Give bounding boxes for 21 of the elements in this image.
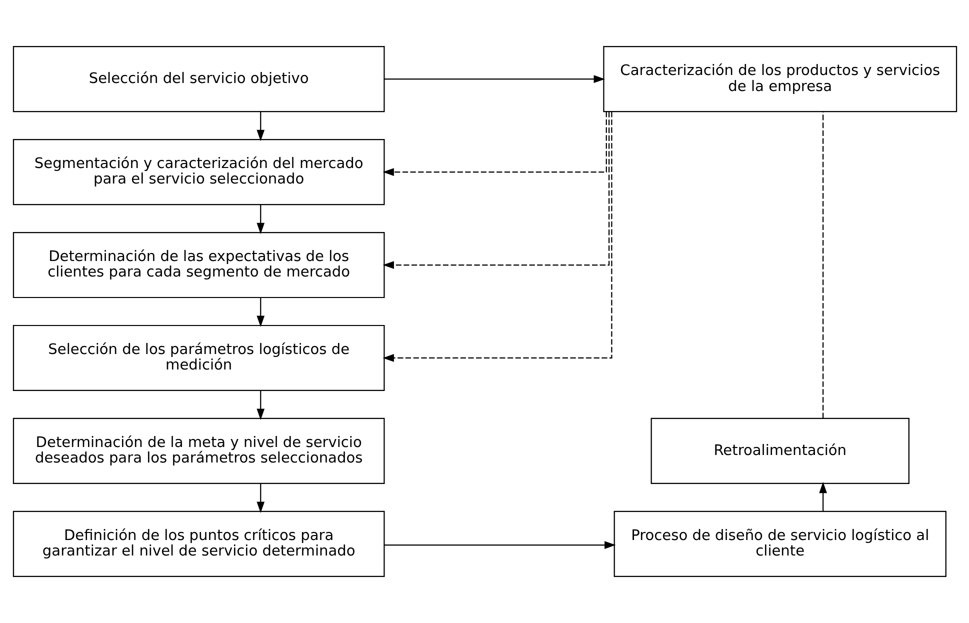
arrow xyxy=(256,204,264,234)
node-box: Determinación de las expectativas de los clientes para cada segmento de mercado xyxy=(12,232,384,298)
connector xyxy=(822,112,824,418)
arrow xyxy=(384,541,616,549)
arrow xyxy=(382,112,606,176)
arrow xyxy=(256,298,264,328)
arrow xyxy=(382,112,612,362)
node-box: Determinación de la meta y nivel de servicio deseados para los parámetros seleccionados xyxy=(12,418,384,484)
arrow xyxy=(256,483,264,513)
node-box: Caracterización de los productos y servicios de la empresa xyxy=(602,46,957,112)
node-box: Retroalimentación xyxy=(650,418,909,484)
node-box: Selección de los parámetros logísticos de medición xyxy=(12,324,384,392)
arrow xyxy=(256,112,264,142)
node-box: Segmentación y caracterización del mercado para el servicio seleccionado xyxy=(12,139,384,206)
arrow xyxy=(256,390,264,420)
arrow xyxy=(384,75,604,84)
arrow xyxy=(818,482,826,512)
arrow xyxy=(382,112,610,269)
node-box: Proceso de diseño de servicio logístico al cliente xyxy=(613,510,946,577)
node-box: Selección del servicio objetivo xyxy=(12,46,384,112)
node-box: Definición de los puntos críticos para garantizar el nivel de servicio determinado xyxy=(12,510,384,577)
